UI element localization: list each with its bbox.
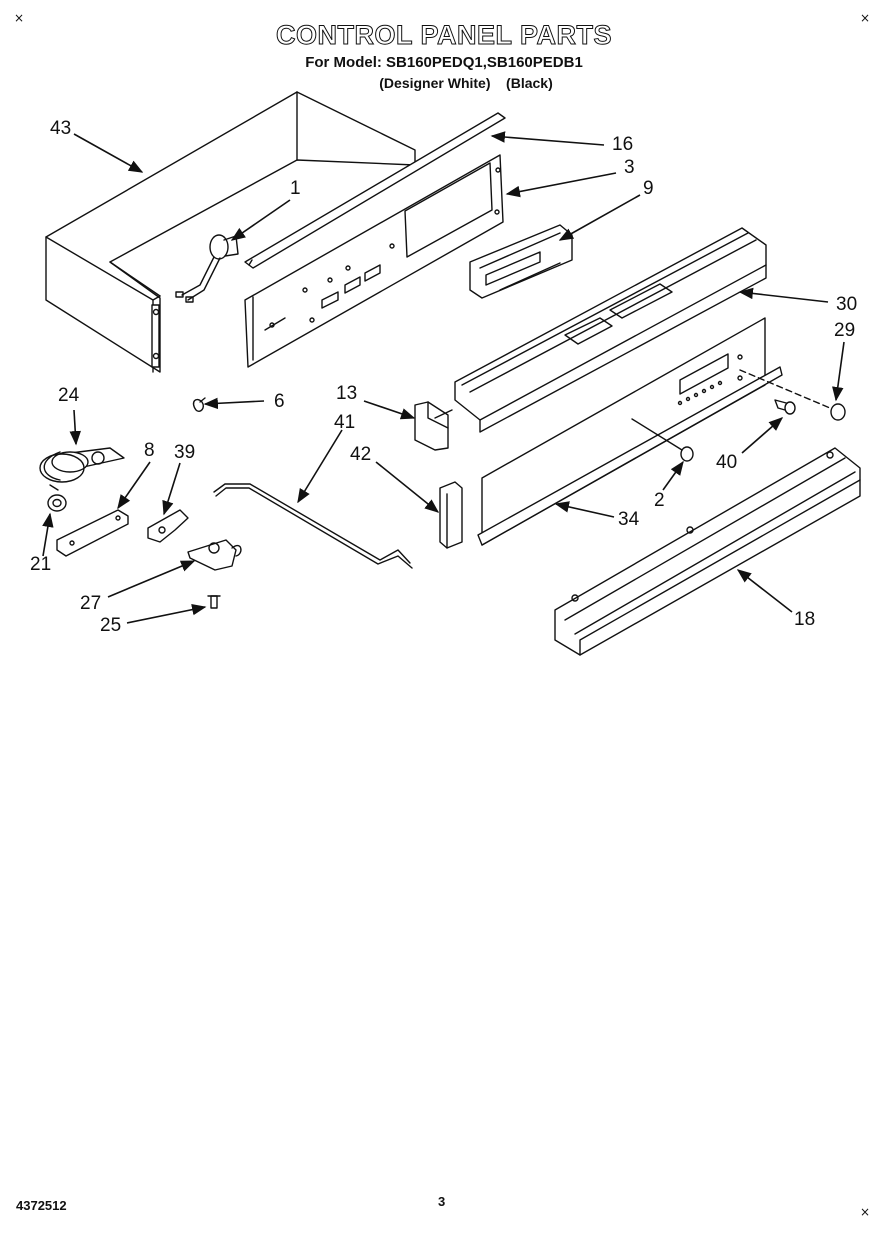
callout-8: 8: [144, 440, 155, 461]
spring-clip-part: [192, 397, 206, 412]
control-panel-part: [244, 154, 504, 368]
callout-3: 3: [624, 157, 635, 178]
color-line: (Designer White) (Black): [379, 75, 553, 91]
trim-strip-part: [244, 112, 506, 269]
callout-40: 40: [716, 452, 737, 473]
lower-strip-part: [477, 366, 783, 546]
document-number: 4372512: [16, 1198, 67, 1213]
end-cap-part: [439, 481, 463, 549]
callout-29: 29: [834, 320, 855, 341]
button-part: [631, 418, 694, 462]
callout-41: 41: [334, 412, 355, 433]
callout-labels: 43 16 1 3 9 30 29 24 6 13 41 8 39 42 40 …: [30, 118, 857, 636]
callout-34: 34: [618, 509, 640, 530]
callout-21: 21: [30, 554, 51, 575]
knob-cap-part: [739, 369, 846, 421]
callout-39: 39: [174, 442, 195, 463]
wire-rod-part: [213, 483, 413, 569]
callout-6: 6: [274, 391, 285, 412]
switch-part: [175, 234, 239, 303]
motor-assembly-part: [39, 447, 125, 491]
panel-trim-part: [454, 227, 767, 433]
lever-part: [187, 539, 242, 571]
page-number: 3: [438, 1194, 446, 1209]
corner-mark-bottom-right: ×: [860, 1205, 871, 1219]
console-housing-part: [45, 91, 416, 373]
end-bracket-part: [414, 401, 453, 451]
model-line: For Model: SB160PEDQ1,SB160PEDB1: [305, 54, 583, 71]
callout-27: 27: [80, 593, 101, 614]
screw-part: [207, 595, 221, 609]
bottom-rail-part: [554, 447, 861, 656]
callout-9: 9: [643, 178, 654, 199]
gear-part: [47, 494, 67, 512]
callout-24: 24: [58, 385, 80, 406]
corner-mark-top-left: ×: [14, 11, 25, 25]
callout-16: 16: [612, 134, 633, 155]
leader-lines: [42, 131, 845, 624]
knob-shaft-part: [774, 399, 796, 415]
display-board-part: [469, 224, 573, 299]
corner-mark-top-right: ×: [860, 11, 871, 25]
callout-13: 13: [336, 383, 357, 404]
callout-2: 2: [654, 490, 665, 511]
mounting-bracket-part: [56, 509, 129, 557]
callout-42: 42: [350, 444, 371, 465]
callout-30: 30: [836, 294, 857, 315]
page-title: CONTROL PANEL PARTS: [275, 20, 613, 51]
callout-43: 43: [50, 118, 71, 139]
callout-25: 25: [100, 615, 121, 636]
latch-part: [147, 509, 189, 543]
callout-1: 1: [290, 178, 301, 199]
callout-18: 18: [794, 609, 815, 630]
